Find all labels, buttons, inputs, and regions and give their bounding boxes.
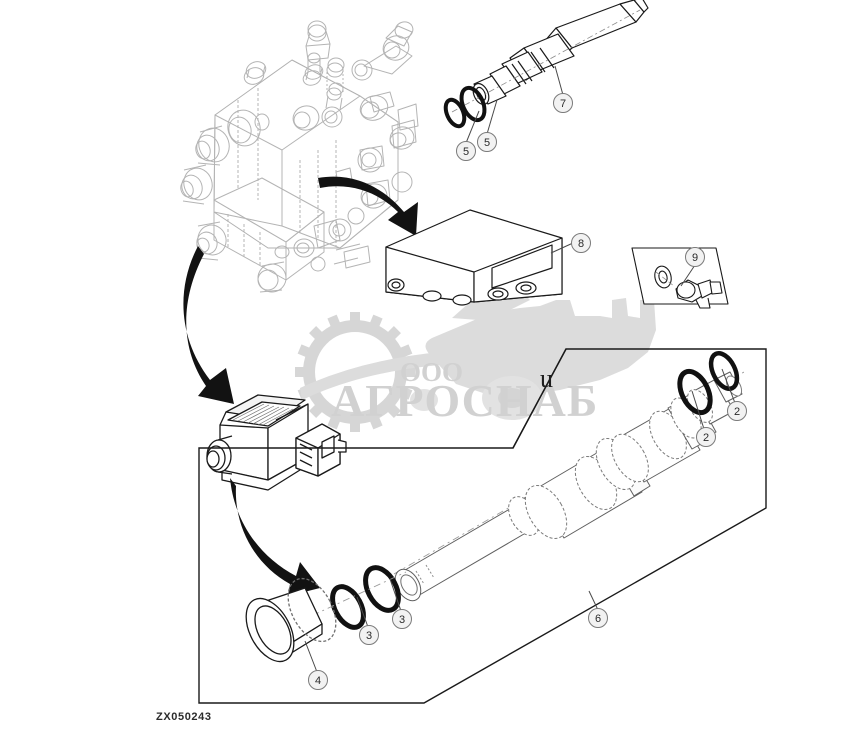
gear-icon: [295, 312, 415, 432]
o-ring-3-a: [363, 565, 401, 613]
arrow-solenoid-to-assembly: [230, 478, 320, 596]
o-ring-5-small: [443, 97, 467, 129]
o-ring-2-small: [708, 351, 740, 391]
callout-label: 5: [463, 146, 469, 158]
callout-3a: 3: [392, 609, 412, 629]
check-valve-fitting: [631, 247, 729, 309]
callout-5b: 5: [477, 132, 497, 152]
arrow-manifold-to-solenoid: [183, 246, 234, 404]
callout-5a: 5: [456, 141, 476, 161]
callout-layer: 5 5 7 8 9 2: [304, 65, 747, 690]
callout-label: 3: [366, 630, 372, 642]
callout-2a: 2: [727, 401, 747, 421]
watermark-line2: АГРОСНАБ: [331, 375, 598, 426]
watermark-line1: ООО: [400, 357, 463, 387]
callout-6: 6: [588, 608, 608, 628]
assembly-group-outline: [198, 348, 767, 704]
callout-4: 4: [308, 670, 328, 690]
callout-3b: 3: [359, 625, 379, 645]
callout-label: 9: [692, 252, 698, 264]
watermark-group: ООО АГРОСНАБ: [295, 290, 656, 432]
callout-9: 9: [685, 247, 705, 267]
callout-label: 4: [315, 675, 321, 687]
callout-label: 8: [578, 238, 584, 250]
relief-valve-cartridge: [451, 0, 649, 113]
stray-glyph: u: [540, 364, 553, 393]
o-ring-3-b: [330, 584, 366, 630]
figure-caption: ZX050243: [156, 711, 212, 723]
callout-label: 2: [703, 432, 709, 444]
hydraulic-control-valve-manifold: [180, 20, 419, 293]
callout-label: 3: [399, 614, 405, 626]
callout-label: 6: [595, 613, 601, 625]
callout-label: 2: [734, 406, 740, 418]
callout-label: 7: [560, 98, 566, 110]
callout-2b: 2: [696, 427, 716, 447]
o-ring-5-large: [459, 85, 487, 123]
valve-manifold-block: [385, 209, 563, 306]
callout-8: 8: [571, 233, 591, 253]
sleeve-bushing: [245, 577, 337, 663]
harvester-icon: [300, 290, 656, 420]
arrow-manifold-to-block: [318, 176, 418, 236]
o-ring-2-large: [677, 368, 713, 416]
callout-label: 5: [484, 137, 490, 149]
callout-7: 7: [553, 93, 573, 113]
